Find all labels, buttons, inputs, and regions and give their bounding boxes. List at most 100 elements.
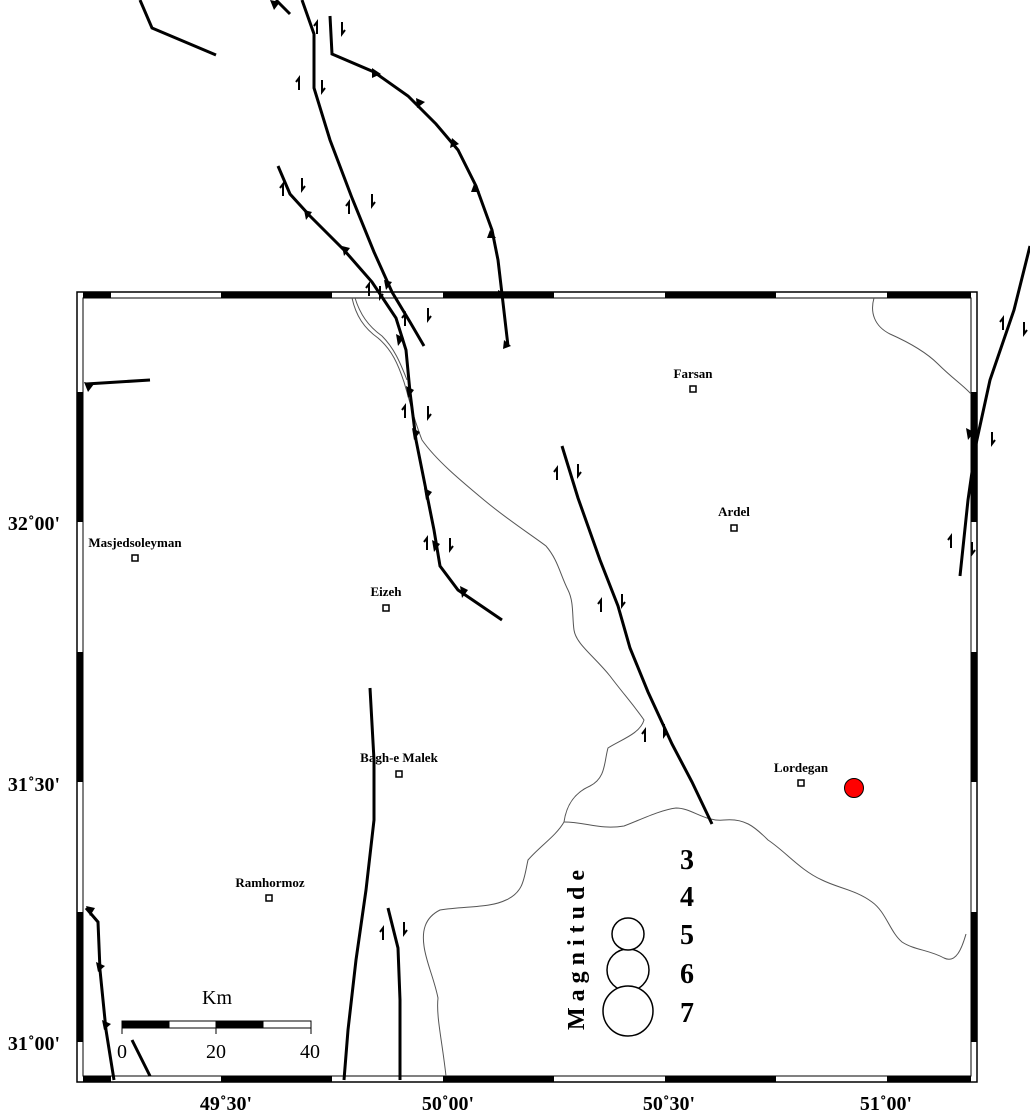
frame-left-segment [77, 912, 83, 1042]
city-label: Ramhormoz [235, 875, 305, 890]
earthquake-epicenter-icon [844, 778, 864, 798]
rivers [351, 297, 972, 1077]
thrust-tooth [102, 1020, 111, 1030]
thrust-tooth [384, 280, 392, 290]
fault-line [560, 445, 714, 825]
scale-bar-title: Km [202, 987, 232, 1009]
legend-magnitude-7-circle [602, 985, 654, 1037]
thrust-tooth [372, 68, 381, 78]
thrust-tooth [304, 210, 312, 220]
scale-bar-tick-label: 40 [300, 1041, 320, 1063]
thrust-tooth [503, 340, 511, 349]
longitude-label: 49˚30' [200, 1093, 252, 1114]
longitude-label: 50˚30' [643, 1093, 695, 1114]
river-line [351, 297, 645, 1077]
frame-bottom-segment [665, 1076, 776, 1082]
strike-slip-arrow [427, 308, 432, 323]
strike-slip-arrow [295, 75, 300, 90]
frame-right-segment [971, 912, 977, 1042]
thrust-tooth [424, 488, 432, 500]
thrust-tooth [487, 230, 496, 238]
fault-line [130, 1039, 152, 1077]
magnitude-legend: M a g n i t u d e 3 4 5 6 7 [564, 845, 694, 1037]
frame-top-segment [221, 292, 332, 298]
thrust-tooth [84, 382, 94, 392]
city-ramhormoz: Ramhormoz [235, 875, 305, 902]
frame-bottom-segment [443, 1076, 554, 1082]
frame-bottom-segment [887, 1076, 971, 1082]
legend-magnitude-label: 5 [680, 920, 694, 951]
frame-top-segment [83, 292, 111, 298]
strike-slip-arrow [621, 594, 626, 609]
city-label: Eizeh [370, 584, 402, 599]
thrust-tooth [412, 428, 420, 440]
thrust-teeth [84, 0, 974, 1030]
legend-magnitude-label: 3 [680, 845, 694, 876]
strike-slip-arrow [999, 315, 1004, 330]
fault-line [85, 378, 151, 386]
scale-bar-segment [215, 1020, 264, 1029]
city-marker-icon [382, 604, 390, 612]
strike-slip-arrow [345, 199, 350, 214]
strike-slip-arrow [577, 464, 582, 479]
frame-top-segment [665, 292, 776, 298]
thrust-tooth [471, 184, 480, 192]
fault-line [958, 245, 1030, 577]
strike-slip-arrow [1023, 322, 1028, 337]
thrust-tooth [450, 138, 459, 148]
scale-bar-tick-label: 20 [206, 1041, 226, 1063]
frame-left-segment [77, 652, 83, 782]
city-ardel: Ardel [718, 504, 750, 532]
scale-bar-segment [262, 1020, 312, 1029]
strike-slip-symbols [279, 19, 1028, 940]
longitude-labels: 49˚30' 50˚00' 50˚30' 51˚00' [200, 1093, 912, 1114]
thrust-tooth [432, 540, 440, 552]
strike-slip-arrow [423, 535, 428, 550]
legend-magnitude-6-circle [606, 948, 650, 992]
city-label: Lordegan [774, 760, 829, 775]
fault-line [84, 907, 116, 1081]
scale-bar-tick-label: 0 [117, 1041, 127, 1063]
legend-magnitude-label: 4 [680, 882, 694, 913]
strike-slip-arrow [371, 194, 376, 209]
thrust-tooth [966, 428, 974, 440]
city-marker-icon [265, 894, 273, 902]
thrust-tooth [96, 962, 105, 972]
latitude-label: 31˚30' [8, 774, 60, 796]
city-masjedsoleyman: Masjedsoleyman [88, 535, 182, 562]
thrust-tooth [86, 906, 95, 916]
city-label: Masjedsoleyman [88, 535, 182, 550]
strike-slip-arrow [991, 432, 996, 447]
strike-slip-arrow [641, 727, 646, 742]
strike-slip-arrow [321, 80, 326, 95]
strike-slip-arrow [427, 406, 432, 421]
frame-bottom-segment [221, 1076, 332, 1082]
strike-slip-arrow [971, 542, 976, 557]
strike-slip-arrow [301, 178, 306, 193]
city-marker-icon [689, 385, 697, 393]
faults [84, 0, 1030, 1081]
thrust-tooth [460, 586, 468, 598]
city-bagh-e-malek: Bagh-e Malek [360, 750, 439, 778]
frame-right-segment [971, 652, 977, 782]
city-label: Ardel [718, 504, 750, 519]
latitude-label: 32˚00' [8, 513, 60, 535]
strike-slip-arrow [365, 281, 370, 296]
longitude-label: 51˚00' [860, 1093, 912, 1114]
city-marker-icon [131, 554, 139, 562]
strike-slip-arrow [597, 597, 602, 612]
thrust-tooth [498, 290, 506, 298]
strike-slip-arrow [279, 181, 284, 196]
cities: Farsan Ardel Masjedsoleyman Eizeh Bagh-e… [88, 366, 829, 902]
thrust-tooth [270, 0, 280, 10]
legend-magnitude-label: 7 [680, 998, 694, 1029]
city-lordegan: Lordegan [774, 760, 829, 787]
frame-outer [76, 291, 978, 1083]
strike-slip-arrow [663, 724, 668, 739]
strike-slip-arrow [401, 403, 406, 418]
river-line [872, 297, 972, 395]
strike-slip-arrow [553, 465, 558, 480]
frame-top-segment [887, 292, 971, 298]
frame-left-segment [77, 392, 83, 522]
